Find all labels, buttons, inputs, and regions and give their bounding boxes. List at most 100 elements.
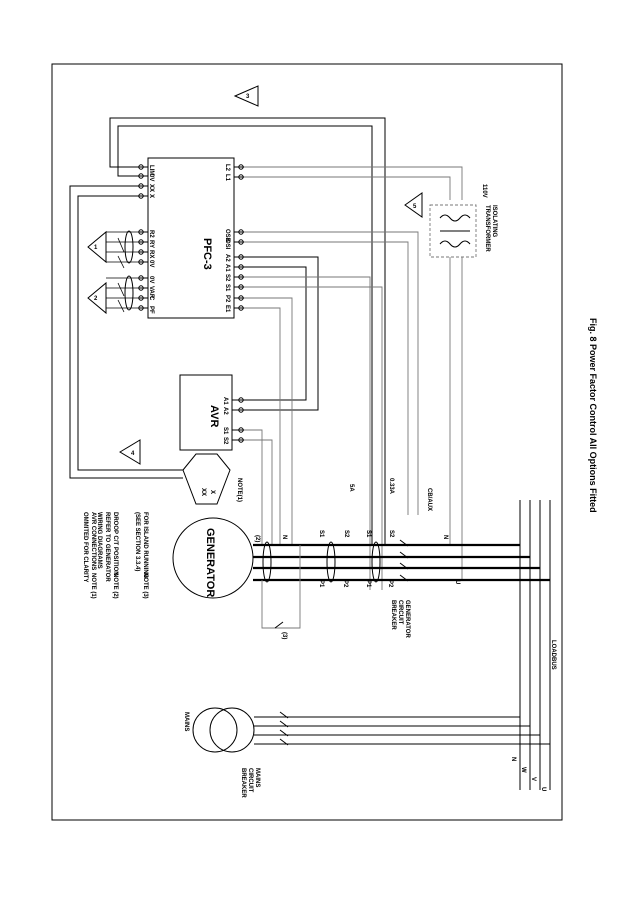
pfc-right-terminal: A1 <box>224 264 244 272</box>
svg-text:4: 4 <box>131 451 135 457</box>
switch-contact-1 <box>117 237 125 269</box>
label-ct-s2a: S2 <box>343 530 349 538</box>
pfc-right-terminal-label: OSI <box>224 239 230 250</box>
pfc-control-wiring <box>69 117 386 545</box>
label-ct-p2a: P2 <box>342 580 348 588</box>
triangle-4: 4 <box>119 439 141 465</box>
pfc-left-terminal: C <box>138 295 154 301</box>
label-ct-p2b: P2 <box>387 580 393 588</box>
label-phase-w: W <box>520 767 526 773</box>
pfc-left-terminal: 0V <box>138 173 154 181</box>
avr-title: AVR <box>208 405 220 427</box>
label-wire-n3: (3) <box>281 632 287 639</box>
label-ct-p1b: P1 <box>365 580 371 588</box>
transformer-label-line2: TRANSFORMER <box>484 205 490 252</box>
label-mains-breaker: MAINSCIRCUITBREAKER <box>240 768 260 798</box>
diagram-border <box>51 63 563 821</box>
pfc-left-terminal-label: LIM <box>148 165 154 175</box>
transformer-coil-1 <box>439 214 471 222</box>
wire-l2 <box>244 166 463 200</box>
ct-2 <box>371 541 381 583</box>
avr-terminal: S1 <box>222 427 244 435</box>
pfc-left-terminal-label: VAR <box>148 286 154 299</box>
transformer-label-line1: ISOLATING <box>491 205 497 238</box>
pfc-right-terminal: S2 <box>224 274 244 282</box>
label-phase-u: U <box>540 787 546 791</box>
generator-bus <box>253 539 550 583</box>
triangle-2: 2 <box>87 281 107 315</box>
pfc-left-terminal-label: C <box>148 296 154 301</box>
ct-1 <box>326 541 336 583</box>
pfc-right-terminal-label: L2 <box>224 164 230 172</box>
pfc-left-terminal-label: R2 <box>148 230 154 238</box>
avr-terminal: A2 <box>222 407 244 415</box>
label-033a: 0.33A <box>388 478 394 495</box>
avr-box <box>179 374 233 451</box>
wire-avr-s1 <box>244 429 263 545</box>
svg-text:5: 5 <box>413 204 417 210</box>
switch-ellipse-2 <box>124 275 134 311</box>
label-ct-s1a: S1 <box>318 530 324 538</box>
pfc-right-terminal-label: A2 <box>224 254 230 262</box>
pfc3-box <box>147 157 235 319</box>
avr-terminal-label: A2 <box>222 407 228 415</box>
pfc-left-terminal-label: XX <box>148 184 154 192</box>
transformer-voltage: 110V <box>481 184 487 198</box>
pfc-left-terminal: RY <box>138 239 154 248</box>
loadbus-lines <box>519 500 551 790</box>
pfc-right-terminal-label: P2 <box>224 295 230 303</box>
pfc-right-terminal-label: S2 <box>224 274 230 282</box>
pfc-left-terminal-label: X <box>148 194 154 198</box>
note-3-text: FOR ISLAND RUNNING(SEE SECTION 3.3.4) <box>134 512 148 579</box>
wire-osb <box>244 231 419 515</box>
label-cbaux: CB/AUX <box>426 488 432 511</box>
avr-terminal: S2 <box>222 437 244 445</box>
transformer-coil-2 <box>439 240 471 248</box>
avr-xx-x-hexagon <box>182 453 231 505</box>
switch-ellipse-1 <box>124 230 134 264</box>
triangle-1: 1 <box>87 230 107 264</box>
label-wire-n-bus: N <box>442 535 448 539</box>
pfc-right-terminal: L2 <box>224 164 244 172</box>
label-ct-s2b: S2 <box>388 530 394 538</box>
wire-note3-loop <box>261 545 301 629</box>
pfc-right-terminal: E1 <box>224 305 244 313</box>
ct-droop <box>262 541 272 583</box>
avr-terminal-label: S1 <box>222 427 228 435</box>
gen-breaker-contacts <box>399 539 409 582</box>
wire-xx <box>69 185 183 479</box>
transformer-box <box>429 204 477 258</box>
wire-s1 <box>244 286 383 590</box>
mains-bus <box>254 716 550 745</box>
diagram-labels: MAINS MAINSCIRCUITBREAKER GENERATORCIRCU… <box>183 478 556 798</box>
wire-0v <box>117 125 373 545</box>
svg-text:2: 2 <box>94 296 98 302</box>
pfc-right-terminal: L1 <box>224 174 244 182</box>
wire-a2 <box>244 256 319 411</box>
label-ct-p1a: P1 <box>318 580 324 588</box>
label-loadbus: LOADBUS <box>550 640 556 670</box>
pfc-right-terminal: S1 <box>224 284 244 292</box>
pfc-left-terminal: X <box>138 193 154 199</box>
isolating-transformer: 110V ISOLATING TRANSFORMER <box>429 184 497 580</box>
label-phase-v: V <box>530 777 536 781</box>
pfc-left-terminal: 0V <box>138 275 154 283</box>
pfc-left-terminal-label: PF <box>148 306 154 314</box>
label-gen-breaker: GENERATORCIRCUITBREAKER <box>390 600 410 638</box>
triangle-3: 3 <box>233 85 259 107</box>
avr-terminal-label: A1 <box>222 397 228 405</box>
pfc-left-terminal: PF <box>138 305 154 314</box>
svg-text:1: 1 <box>94 245 98 251</box>
pfc-right-terminal-label: E1 <box>224 305 230 313</box>
pfc-right-terminal-label: A1 <box>224 264 230 272</box>
note-2-text: DROOP C/T POSITION:REFER TO GENERATORWIR… <box>96 512 118 582</box>
avr-terminal-label: S2 <box>222 437 228 445</box>
pfc-left-terminal-label: RY <box>148 240 154 248</box>
figure-caption: Fig. 8 Power Factor Control All Options … <box>588 318 598 513</box>
svg-text:3: 3 <box>246 94 250 100</box>
